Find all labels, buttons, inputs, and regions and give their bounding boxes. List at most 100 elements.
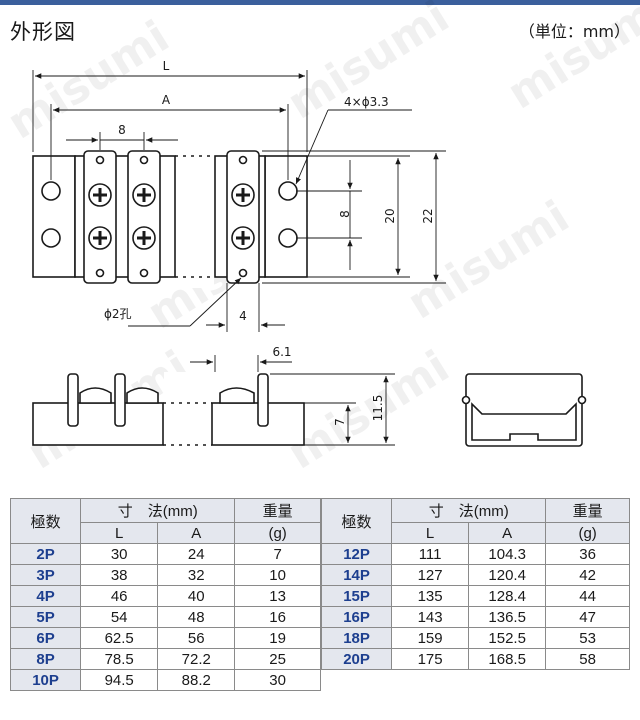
table-cell: 127	[391, 564, 470, 586]
table-cell: 58	[545, 648, 630, 670]
table-cell: 152.5	[468, 627, 547, 649]
table-cell: 10P	[9, 669, 82, 691]
col-header-weight: 重量	[234, 498, 321, 523]
table-cell: 18P	[320, 627, 393, 649]
col-header-L: L	[391, 522, 470, 544]
table-cell: 16P	[320, 606, 393, 628]
mount-hole	[278, 181, 298, 201]
outline-drawing: L A 8 4×ϕ3.3 8 20 22 ϕ2孔 4 6.1 7 11.5	[32, 59, 587, 448]
dim-label-hole-pitch: 8	[338, 210, 352, 218]
table-cell: 42	[545, 564, 630, 586]
table-cell: 19	[234, 627, 321, 649]
dim-label-pin-hole: ϕ2孔	[104, 307, 132, 321]
break-gap	[176, 148, 214, 288]
dim-label-pitch: 8	[118, 123, 126, 137]
table-cell: 6P	[9, 627, 82, 649]
table-cell: 12P	[320, 543, 393, 565]
col-header-dimensions: 寸 法(mm)	[391, 498, 547, 523]
dim-label-A: A	[162, 93, 171, 107]
page-title: 外形図	[10, 20, 76, 44]
dim-label-4: 4	[239, 309, 247, 323]
table-cell: 2P	[9, 543, 82, 565]
table-cell: 32	[157, 564, 236, 586]
unit-note: （単位：mm）	[518, 22, 630, 41]
table-cell: 72.2	[157, 648, 236, 670]
table-cell: 53	[545, 627, 630, 649]
table-cell: 104.3	[468, 543, 547, 565]
dim-label-7: 7	[333, 418, 347, 426]
table-cell: 15P	[320, 585, 393, 607]
break-gap	[164, 372, 210, 448]
side-barrier	[257, 373, 269, 427]
table-cell: 62.5	[80, 627, 159, 649]
side-view	[32, 373, 305, 446]
screw-icon	[88, 183, 255, 250]
table-cell: 3P	[9, 564, 82, 586]
table-cell: 30	[234, 669, 321, 691]
table-cell: 46	[80, 585, 159, 607]
table-cell: 25	[234, 648, 321, 670]
table-cell: 8P	[9, 648, 82, 670]
table-cell: 20P	[320, 648, 393, 670]
terminal-block	[127, 150, 161, 284]
table-cell: 13	[234, 585, 321, 607]
table-cell: 136.5	[468, 606, 547, 628]
table-cell: 40	[157, 585, 236, 607]
end-view	[461, 373, 587, 447]
table-cell: 10	[234, 564, 321, 586]
col-header-poles: 極数	[320, 498, 393, 544]
table-cell: 14P	[320, 564, 393, 586]
table-cell: 44	[545, 585, 630, 607]
dim-label-holes: 4×ϕ3.3	[344, 95, 389, 109]
table-cell: 175	[391, 648, 470, 670]
table-cell: 168.5	[468, 648, 547, 670]
table-cell: 78.5	[80, 648, 159, 670]
table-cell: 111	[391, 543, 470, 565]
col-header-weight: 重量	[545, 498, 630, 523]
table-cell: 143	[391, 606, 470, 628]
table-cell: 88.2	[157, 669, 236, 691]
table-cell: 120.4	[468, 564, 547, 586]
mount-hole	[278, 228, 298, 248]
header-bar	[0, 0, 640, 5]
side-barrier	[67, 373, 79, 427]
col-header-weight-unit: (g)	[545, 522, 630, 544]
table-cell: 24	[157, 543, 236, 565]
col-header-A: A	[157, 522, 236, 544]
dim-label-22: 22	[421, 208, 435, 223]
col-header-dimensions: 寸 法(mm)	[80, 498, 236, 523]
mount-hole	[41, 181, 61, 201]
side-base	[32, 402, 164, 446]
table-cell: 159	[391, 627, 470, 649]
terminal-block	[226, 150, 260, 284]
table-cell: 16	[234, 606, 321, 628]
table-cell: 48	[157, 606, 236, 628]
table-cell: 30	[80, 543, 159, 565]
left-mount-block	[32, 155, 76, 278]
col-header-weight-unit: (g)	[234, 522, 321, 544]
table-cell: 4P	[9, 585, 82, 607]
mount-hole	[41, 228, 61, 248]
table-cell: 38	[80, 564, 159, 586]
table-cell: 135	[391, 585, 470, 607]
dim-label-6-1: 6.1	[272, 345, 291, 359]
table-cell: 56	[157, 627, 236, 649]
col-header-L: L	[80, 522, 159, 544]
table-cell: 47	[545, 606, 630, 628]
dim-label-11-5: 11.5	[371, 395, 385, 422]
side-barrier	[114, 373, 126, 427]
terminal-block	[83, 150, 117, 284]
table-cell: 36	[545, 543, 630, 565]
